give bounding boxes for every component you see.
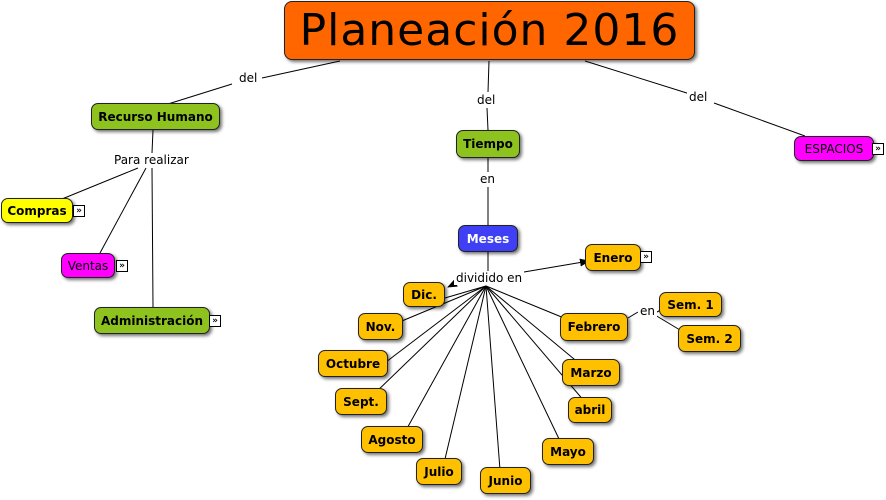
month-node-nov: Nov.: [358, 313, 403, 340]
month-node-enero[interactable]: Enero: [585, 244, 641, 271]
recurso-humano-node: Recurso Humano: [91, 103, 220, 130]
month-node-marzo: Marzo: [562, 359, 620, 386]
tiempo-node: Tiempo: [456, 130, 520, 158]
month-node-julio: Julio: [416, 458, 462, 485]
month-node-junio: Junio: [480, 467, 531, 494]
month-node-agosto: Agosto: [361, 426, 423, 453]
double-chevron-right-icon[interactable]: »: [872, 143, 884, 155]
link-label-del-left: del: [237, 71, 260, 85]
semester-node-1: Sem. 1: [659, 292, 722, 317]
compras-node[interactable]: Compras: [1, 198, 73, 223]
title-node: Planeación 2016: [284, 1, 695, 60]
double-chevron-right-icon[interactable]: »: [640, 251, 652, 263]
espacios-node[interactable]: ESPACIOS: [794, 136, 874, 161]
double-chevron-right-icon[interactable]: »: [209, 315, 221, 327]
month-node-dic: Dic.: [403, 282, 445, 307]
link-label-en-tiempo: en: [478, 172, 497, 186]
month-node-abril: abril: [568, 397, 612, 423]
link-label-en-febrero: en: [638, 304, 657, 318]
double-chevron-right-icon[interactable]: »: [73, 205, 85, 217]
meses-node: Meses: [458, 225, 518, 252]
administracion-node[interactable]: Administración: [94, 307, 210, 334]
link-label-dividido-en: dividido en: [454, 271, 525, 285]
link-label-del-right: del: [687, 90, 710, 104]
ventas-node[interactable]: Ventas: [61, 253, 115, 278]
link-label-para-realizar: Para realizar: [112, 153, 191, 167]
double-chevron-right-icon[interactable]: »: [116, 260, 128, 272]
semester-node-2: Sem. 2: [678, 325, 741, 352]
month-node-febrero: Febrero: [560, 313, 628, 341]
month-node-octubre: Octubre: [318, 350, 388, 377]
month-node-mayo: Mayo: [542, 438, 594, 465]
month-node-sept: Sept.: [335, 388, 387, 415]
link-label-del-center: del: [475, 93, 498, 107]
